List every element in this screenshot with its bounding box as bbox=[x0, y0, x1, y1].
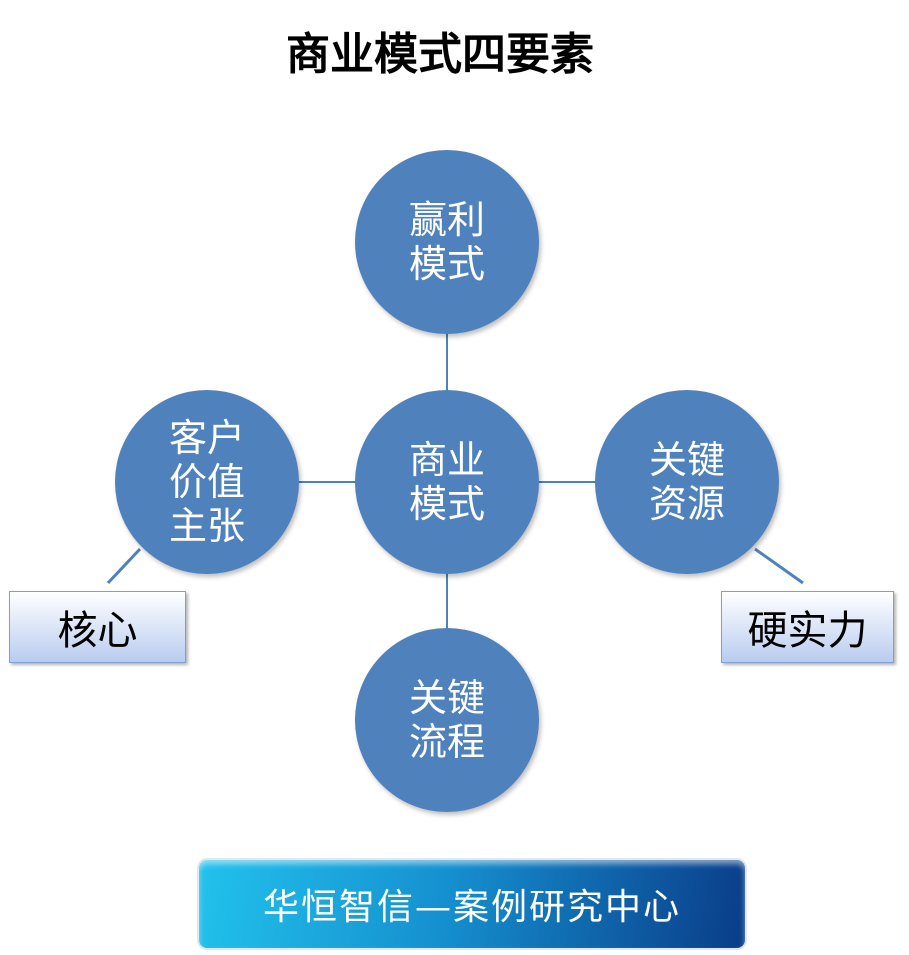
connector-core bbox=[106, 547, 142, 585]
node-profit-model: 赢利 模式 bbox=[355, 150, 539, 334]
node-customer-value: 客户 价值 主张 bbox=[115, 390, 299, 574]
connector-hard-power bbox=[754, 547, 804, 585]
node-key-processes: 关键 流程 bbox=[355, 628, 539, 812]
label-hard-power: 硬实力 bbox=[721, 591, 894, 663]
footer-banner: 华恒智信—案例研究中心 bbox=[199, 860, 745, 948]
label-core: 核心 bbox=[9, 591, 186, 663]
node-key-resources: 关键 资源 bbox=[595, 390, 779, 574]
page-title: 商业模式四要素 bbox=[286, 29, 594, 80]
node-business-model: 商业 模式 bbox=[355, 390, 539, 574]
